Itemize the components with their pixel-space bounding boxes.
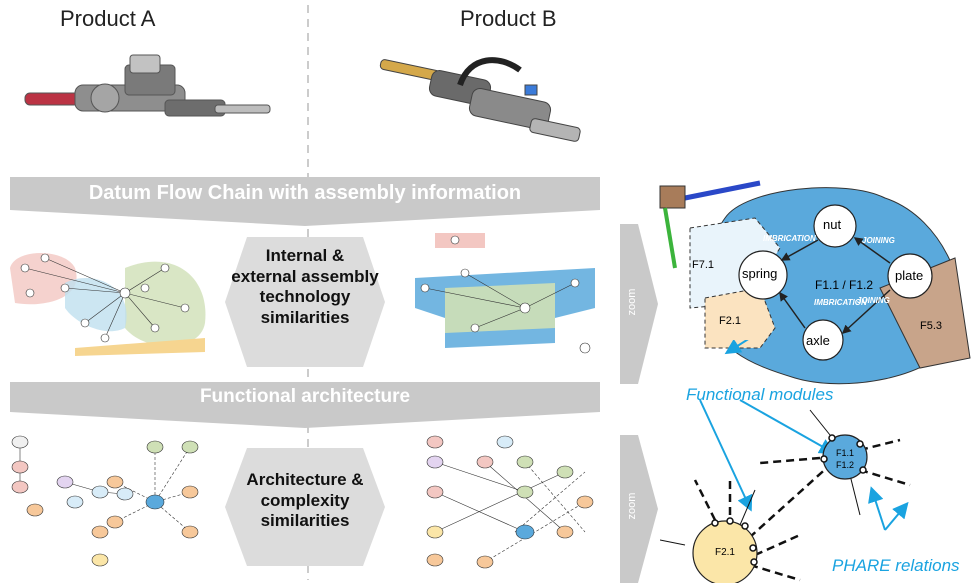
dfc-graph-product-a [10, 253, 206, 356]
relation-imbrication-top: IMBRICATION [763, 234, 816, 243]
node-spring-label: spring [742, 266, 778, 281]
hexagon-top-line-2: external assembly [231, 266, 379, 286]
functional-banner-arrow [10, 412, 600, 428]
phare-diagram [660, 340, 911, 583]
product-b-title: Product B [460, 6, 557, 31]
dfc-graph-product-b [415, 233, 595, 354]
dfc-banner: Datum Flow Chain with assembly informati… [10, 177, 600, 210]
functional-architecture-banner: Functional architecture [10, 382, 600, 412]
phare-node-f11-label: F1.1 [835, 448, 854, 458]
node-plate-label: plate [895, 268, 924, 283]
zoom-chevron-bottom [620, 435, 658, 583]
mechanism-thumbnail [659, 180, 761, 269]
hexagon-top-line-3: technology [259, 287, 351, 307]
zoom-chevron-top [620, 224, 658, 384]
hexagon-bottom-line-3: similarities [260, 511, 350, 531]
functional-modules-annotation: Functional modules [686, 385, 834, 404]
dfc-banner-arrow [10, 210, 600, 226]
hexagon-top-text: Internal & external assembly technology … [225, 246, 385, 329]
phare-node-f12-label: F1.2 [835, 460, 854, 470]
zoom-label-bottom: zoom [626, 492, 638, 520]
functional-graph-product-b [426, 435, 594, 569]
node-spring [738, 250, 788, 300]
hexagon-bottom-text: Architecture & complexity similarities [225, 470, 385, 532]
hexagon-bottom-line-2: complexity [260, 490, 350, 510]
phare-relations-annotation: PHARE relations [832, 556, 960, 575]
relation-joining-top: JOINING [862, 236, 895, 245]
node-nut [813, 204, 857, 248]
module-f21 [704, 287, 776, 349]
phare-node-f21-label: F2.1 [714, 547, 735, 558]
hexagon-top-line-4: similarities [260, 308, 350, 328]
module-f71 [689, 217, 781, 309]
functional-graph-product-a [11, 435, 199, 567]
product-a-title: Product A [60, 6, 156, 31]
module-f21-label: F2.1 [719, 315, 742, 327]
zoom-label-top: zoom [626, 288, 638, 316]
hexagon-top-line-1: Internal & [265, 246, 345, 265]
module-f71-label: F7.1 [692, 259, 715, 271]
hexagon-bottom-line-1: Architecture & [246, 470, 364, 489]
similarity-hexagon-bottom [225, 448, 385, 566]
product-b-image [379, 57, 581, 142]
similarity-hexagon-top [225, 237, 385, 367]
module-detail-diagram [659, 180, 971, 385]
module-f53-label: F5.3 [920, 320, 943, 332]
module-center-label: F1.1 / F1.2 [815, 278, 874, 292]
node-axle-label: axle [806, 333, 830, 348]
node-axle [802, 319, 844, 361]
node-nut-label: nut [823, 217, 842, 232]
product-a-image [24, 54, 271, 117]
phare-node-f21 [692, 520, 758, 583]
relation-joining-bottom: JOINING [857, 296, 890, 305]
node-plate [887, 253, 933, 299]
relation-imbrication-bottom: IMBRICATION [814, 298, 867, 307]
